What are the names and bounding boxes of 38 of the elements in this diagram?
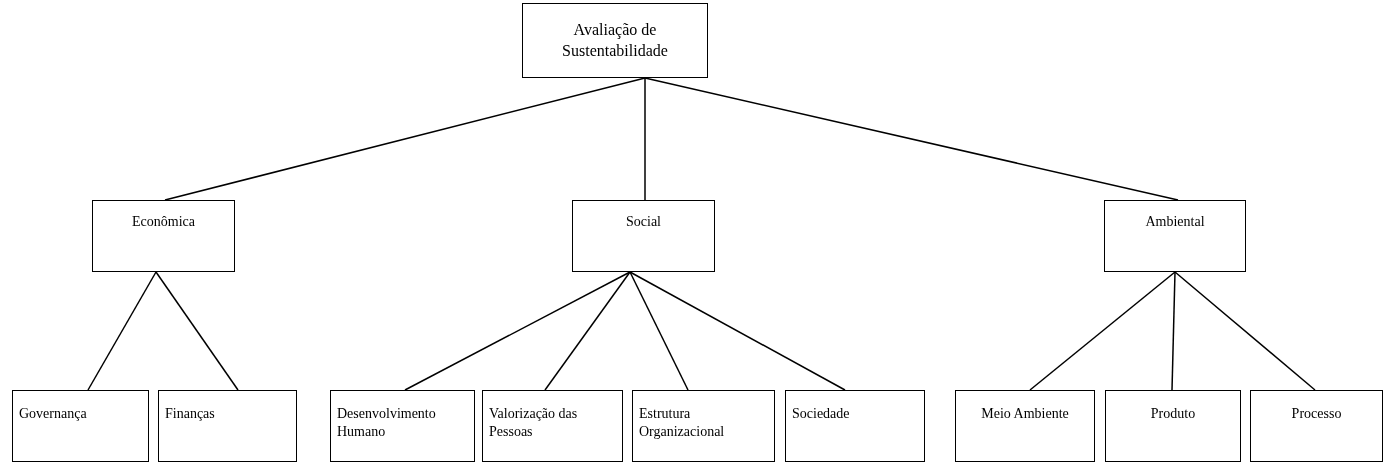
connector-line <box>544 271 631 391</box>
category-box <box>572 200 715 272</box>
category-box <box>330 390 475 462</box>
connector-line <box>155 271 239 391</box>
connector-line <box>87 271 157 391</box>
box-label: Finanças <box>165 405 215 423</box>
connector-line <box>629 271 689 391</box>
box-label: Desenvolvimento Humano <box>337 405 437 442</box>
box-label: Processo <box>1291 405 1342 423</box>
category-box <box>522 3 708 78</box>
category-box <box>12 390 149 462</box>
box-label: Social <box>626 213 661 231</box>
connector-line <box>644 77 1179 201</box>
box-label: Meio Ambiente <box>981 405 1069 423</box>
box-label: Governança <box>19 405 87 423</box>
box-label: Econômica <box>132 213 195 231</box>
connector-line <box>1174 271 1316 391</box>
category-box <box>632 390 775 462</box>
box-label: Avaliação de Sustentabilidade <box>561 19 669 61</box>
category-box <box>1104 200 1246 272</box>
category-box <box>1250 390 1383 462</box>
box-label: Estrutura Organizacional <box>639 405 726 442</box>
connector-line <box>629 271 846 391</box>
category-box <box>1105 390 1241 462</box>
connector-line <box>404 271 631 391</box>
category-box <box>482 390 623 462</box>
box-label: Valorização das Pessoas <box>489 405 579 442</box>
category-box <box>955 390 1095 462</box>
box-label: Produto <box>1150 405 1196 423</box>
category-box <box>785 390 925 462</box>
connector-line <box>164 77 646 201</box>
box-label: Sociedade <box>792 405 850 423</box>
connector-line <box>1171 271 1176 391</box>
category-box <box>92 200 235 272</box>
connector-line <box>644 77 646 201</box>
category-box <box>158 390 297 462</box>
box-label: Ambiental <box>1145 213 1205 231</box>
connector-line <box>1029 271 1176 391</box>
